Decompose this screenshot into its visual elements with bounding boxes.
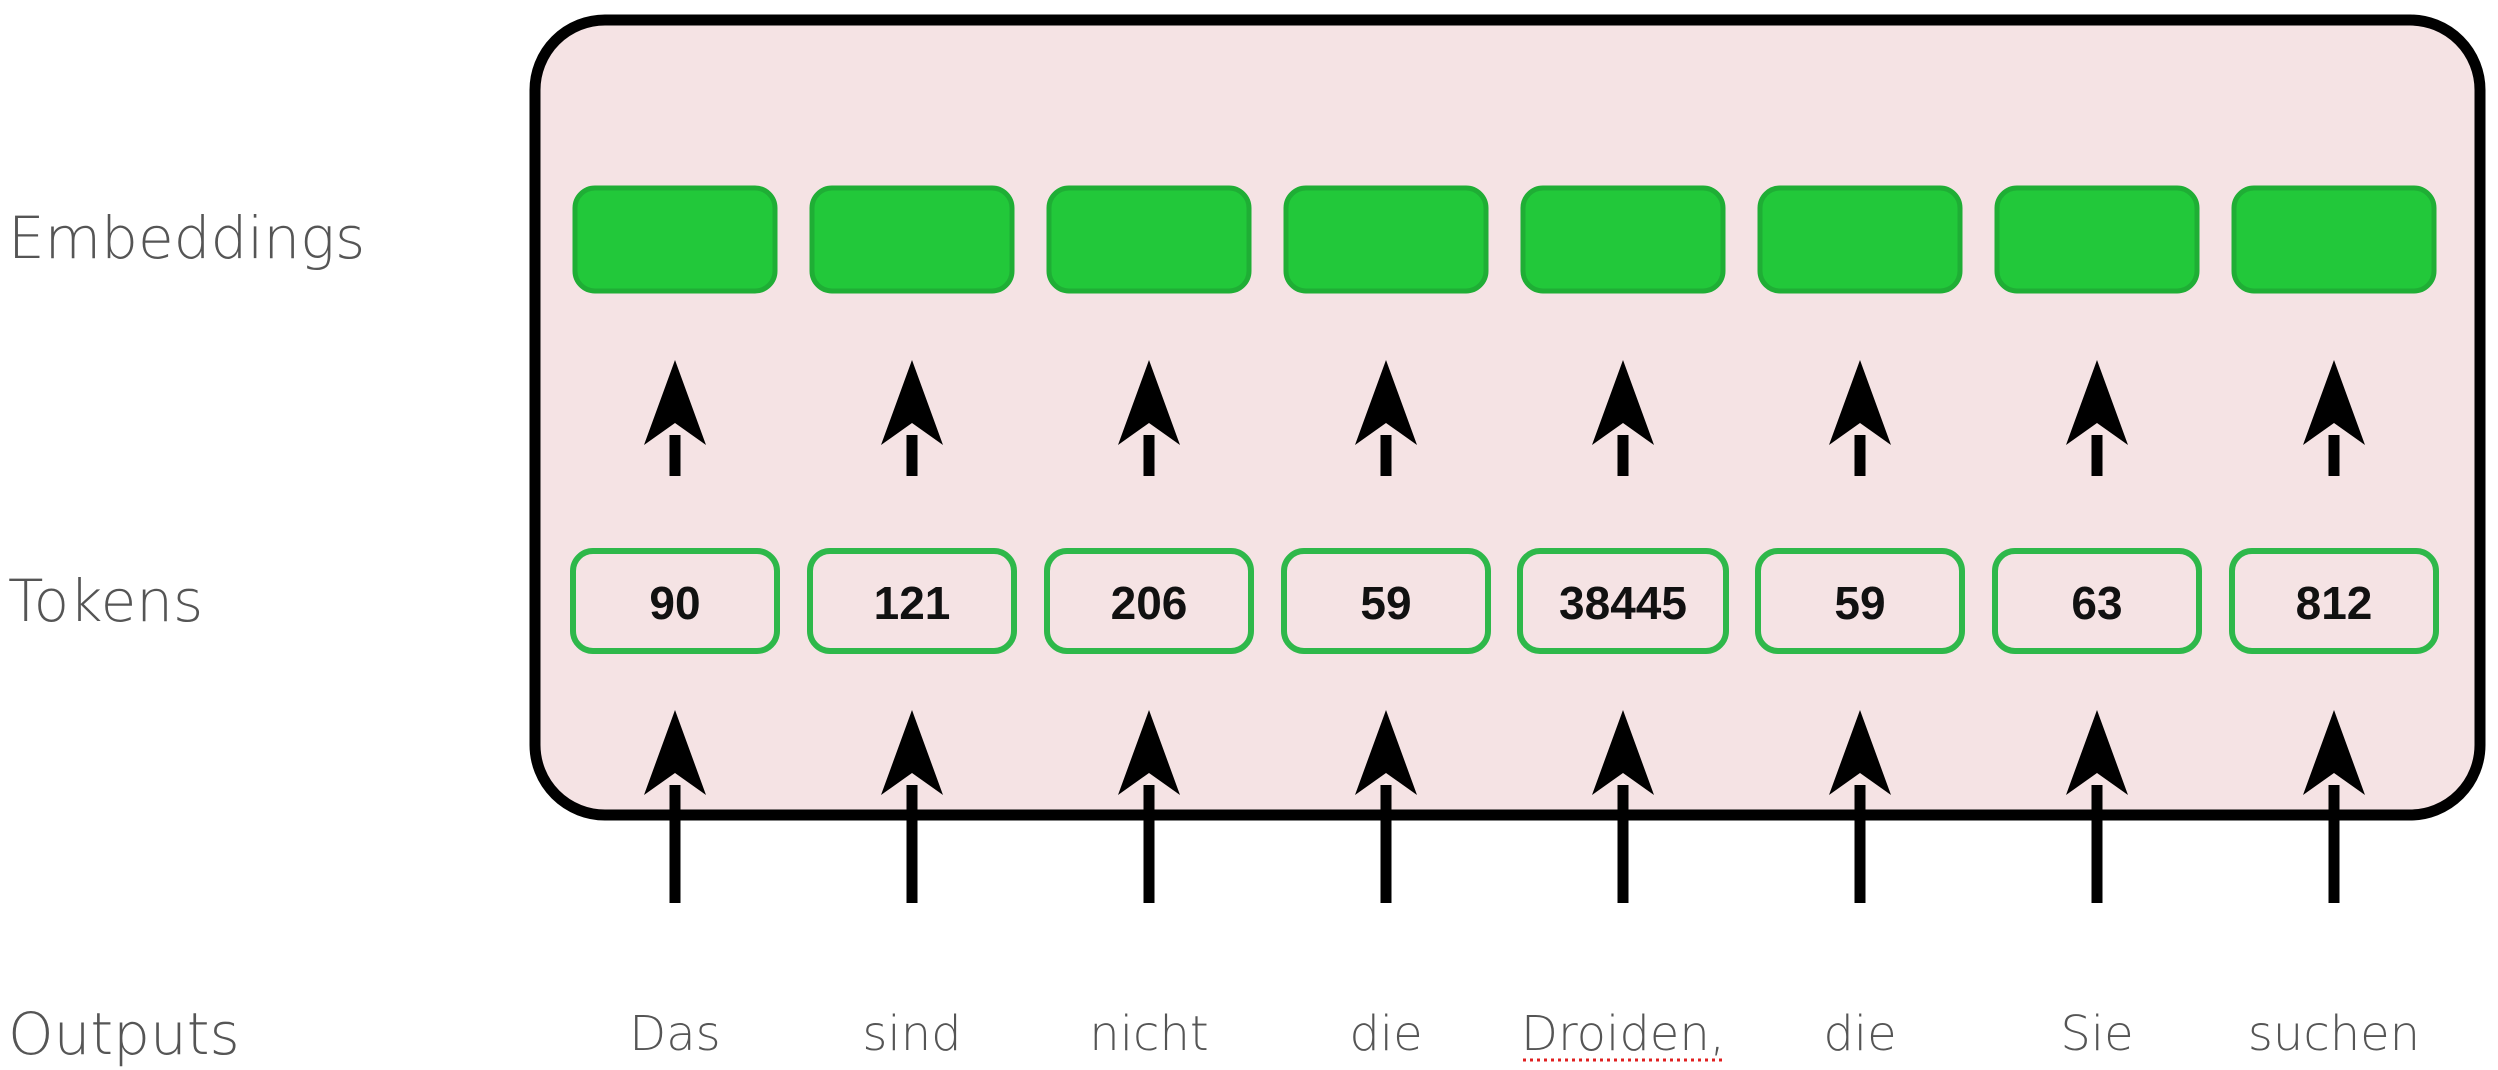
output-word: die — [1823, 1006, 1896, 1062]
embedding-vector — [1757, 185, 1963, 294]
token-column: 812 suchen — [2229, 185, 2439, 1062]
token-box — [1992, 548, 2202, 654]
token-box — [2229, 548, 2439, 654]
arrow-word-to-token — [1829, 710, 1891, 903]
token-column: 206 nicht — [1044, 185, 1254, 1062]
arrow-word-to-token — [2066, 710, 2128, 903]
arrow-word-to-token — [1118, 710, 1180, 903]
output-word: die — [1349, 1006, 1422, 1062]
arrow-token-to-embedding — [2066, 360, 2128, 476]
label-embeddings: Embeddings — [8, 204, 365, 272]
arrow-token-to-embedding — [1829, 360, 1891, 476]
embedding-vector — [1046, 185, 1252, 294]
embedding-vector — [2231, 185, 2437, 294]
output-word: Droiden, — [1521, 1006, 1725, 1062]
label-outputs: Outputs — [8, 1000, 240, 1068]
arrow-token-to-embedding — [644, 360, 706, 476]
token-id: 59 — [1834, 577, 1885, 629]
token-column: 121 sind — [807, 185, 1017, 1062]
output-word: Sie — [2060, 1006, 2133, 1062]
arrow-word-to-token — [1355, 710, 1417, 903]
token-id: 121 — [874, 577, 951, 629]
token-id: 63 — [2071, 577, 2122, 629]
token-column: 59 die — [1755, 185, 1965, 1062]
embedding-vector — [1994, 185, 2200, 294]
arrow-token-to-embedding — [881, 360, 943, 476]
embedding-vector — [809, 185, 1015, 294]
token-id: 38445 — [1559, 577, 1687, 629]
token-column: 59 die — [1281, 185, 1491, 1062]
embedding-vector — [572, 185, 778, 294]
token-id: 59 — [1360, 577, 1411, 629]
output-word: Das — [629, 1006, 720, 1062]
token-box — [1755, 548, 1965, 654]
arrow-word-to-token — [1592, 710, 1654, 903]
arrow-word-to-token — [881, 710, 943, 903]
token-id: 812 — [2296, 577, 2373, 629]
label-tokens: Tokens — [8, 567, 203, 635]
encoder-panel — [529, 14, 2486, 821]
token-box — [807, 548, 1017, 654]
token-box — [1281, 548, 1491, 654]
arrow-token-to-embedding — [1355, 360, 1417, 476]
arrow-token-to-embedding — [1592, 360, 1654, 476]
arrow-word-to-token — [644, 710, 706, 903]
arrow-word-to-token — [2303, 710, 2365, 903]
arrow-token-to-embedding — [2303, 360, 2365, 476]
output-word: suchen — [2248, 1006, 2420, 1062]
arrow-token-to-embedding — [1118, 360, 1180, 476]
token-columns: 90Das121sind206nicht59die38445Droiden,59… — [570, 185, 2439, 1062]
token-box — [1044, 548, 1254, 654]
embedding-vector — [1520, 185, 1726, 294]
token-box — [1517, 548, 1729, 654]
embedding-vector — [1283, 185, 1489, 294]
token-id: 206 — [1111, 577, 1188, 629]
output-word: nicht — [1089, 1006, 1208, 1062]
token-id: 90 — [649, 577, 700, 629]
token-box — [570, 548, 780, 654]
output-word: sind — [862, 1006, 961, 1062]
